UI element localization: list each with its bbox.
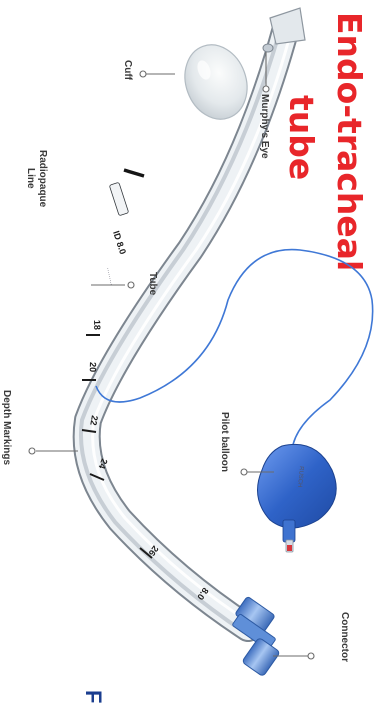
title: Endo-tracheal tube <box>282 12 369 271</box>
radiopaque-line <box>124 170 144 176</box>
label-depth-markings: Depth Markings <box>1 390 12 465</box>
label-connector: Connector <box>339 612 350 662</box>
label-pilot-balloon: Pilot balloon <box>219 412 230 472</box>
murphys-eye-hole <box>263 44 273 52</box>
svg-text:·········: ········· <box>104 267 114 286</box>
title-line-1: Endo-tracheal <box>330 12 369 271</box>
label-radiopaque-line-2: Line <box>25 168 36 189</box>
pilot-balloon: RUSCH <box>258 444 337 552</box>
label-cuff: Cuff <box>122 60 133 81</box>
depth-mark-18: 18 <box>92 320 102 330</box>
label-murphys-eye: Murphy's Eye <box>259 94 270 159</box>
label-tube: Tube <box>147 272 158 296</box>
label-radiopaque-line-1: Radiopaque <box>37 150 48 208</box>
cut-off-letter: F <box>81 690 106 703</box>
title-line-2: tube <box>282 95 321 180</box>
tube-id-text: ID 8.0 <box>111 230 128 256</box>
depth-mark-22: 22 <box>88 415 100 427</box>
tube-printing: ID 8.0 ········· <box>104 182 129 286</box>
depth-mark-20: 20 <box>88 362 98 372</box>
